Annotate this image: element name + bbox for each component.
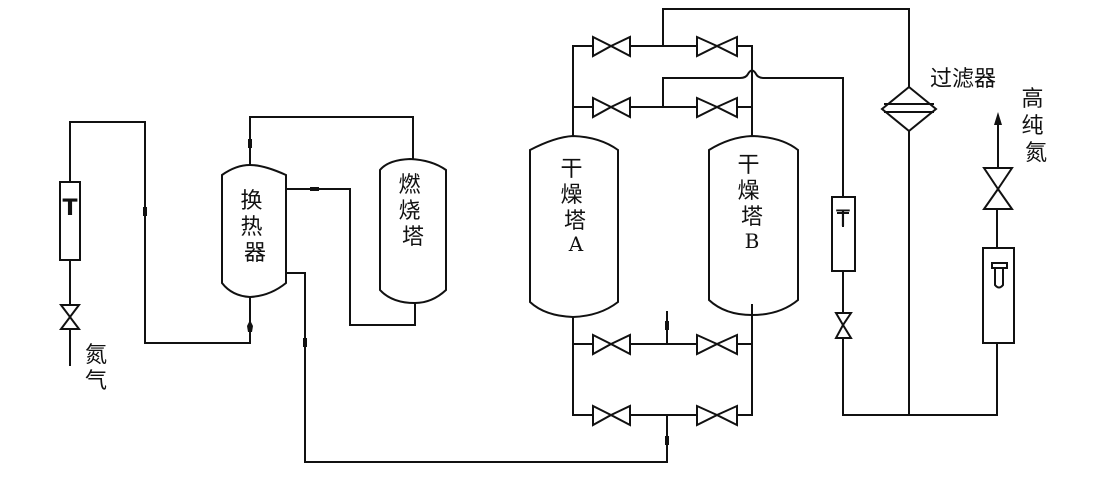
hx-to-drying-line [285,272,668,463]
outlet-return-line [842,337,998,416]
drying-tower-a-suffix: A [568,232,584,256]
b-side-thermometer[interactable]: T [831,196,856,272]
inlet-valve[interactable] [59,304,81,330]
inlet-label-line1: 氮气 [85,343,107,394]
valve-bottom-b2[interactable] [696,404,738,427]
drying-tower-b-char-1: 干 [737,153,759,178]
vent-joint [665,321,669,330]
valve-top-b1[interactable] [696,35,738,58]
drying-tower-b-char-2: 燥 [737,179,759,204]
inlet-line [69,121,253,366]
drying-tower-a-char-2: 燥 [560,183,582,208]
hx-side-loop-line [285,188,416,326]
flow-arrow-icon [247,320,253,332]
combustion-tower-char-1: 燃 [398,173,420,198]
thermometer-symbol: T [835,207,850,232]
drying-tower-a-label: 干 燥 塔 [560,157,589,234]
heat-exchanger-label: 换 热 器 [240,189,269,266]
valve-top-a2[interactable] [592,96,631,119]
valve-bottom-b1[interactable] [696,333,738,356]
pipe-joint [310,187,319,191]
inlet-label-char-2: 气 [85,369,107,394]
drying-tower-a-char-3: 塔 [564,209,586,234]
combustion-tower[interactable] [379,157,447,305]
combustion-tower-char-2: 烧 [398,199,420,224]
pipe-joint [248,139,252,148]
outlet-label-char-1: 高 [1021,87,1043,112]
top-manifold [572,8,910,198]
filter-label: 过滤器 [930,67,996,92]
inlet-label-char-1: 氮 [85,343,107,368]
valve-top-b2[interactable] [696,96,738,119]
heat-exchanger-char-3: 器 [244,241,266,266]
drying-tower-b[interactable] [708,134,799,317]
combustion-tower-char-3: 塔 [402,225,424,250]
pipe-joint [665,436,669,445]
filter[interactable] [880,85,938,133]
outlet-label-char-2: 纯 [1021,114,1043,139]
pipe-joint [143,207,147,216]
hx-to-combustion-line [249,116,414,166]
b-side-valve[interactable] [834,312,853,339]
outlet-flowmeter[interactable] [982,247,1015,344]
drying-tower-b-label: 干 燥 塔 [737,153,766,230]
combustion-tower-label: 燃 烧 塔 [398,173,427,250]
drying-tower-b-suffix: B [745,229,760,253]
outlet-arrow-icon [994,112,1002,125]
drying-tower-a[interactable] [529,134,619,319]
outlet-label: 高 纯 氮 [1021,87,1050,166]
pipe-joint [303,338,307,347]
drying-tower-b-char-3: 塔 [741,205,763,230]
inlet-thermometer[interactable]: T [59,181,81,261]
heat-exchanger-char-2: 热 [240,215,262,240]
heat-exchanger[interactable] [221,163,287,299]
valve-bottom-a2[interactable] [592,404,631,427]
heat-exchanger-char-1: 换 [240,189,262,214]
bottom-manifold [572,304,753,416]
valve-top-a1[interactable] [592,35,631,58]
valve-bottom-a1[interactable] [592,333,631,356]
drying-tower-a-char-1: 干 [560,157,582,182]
outlet-label-char-3: 氮 [1025,141,1047,166]
thermometer-symbol: T [62,196,77,221]
outlet-valve[interactable] [982,167,1014,210]
